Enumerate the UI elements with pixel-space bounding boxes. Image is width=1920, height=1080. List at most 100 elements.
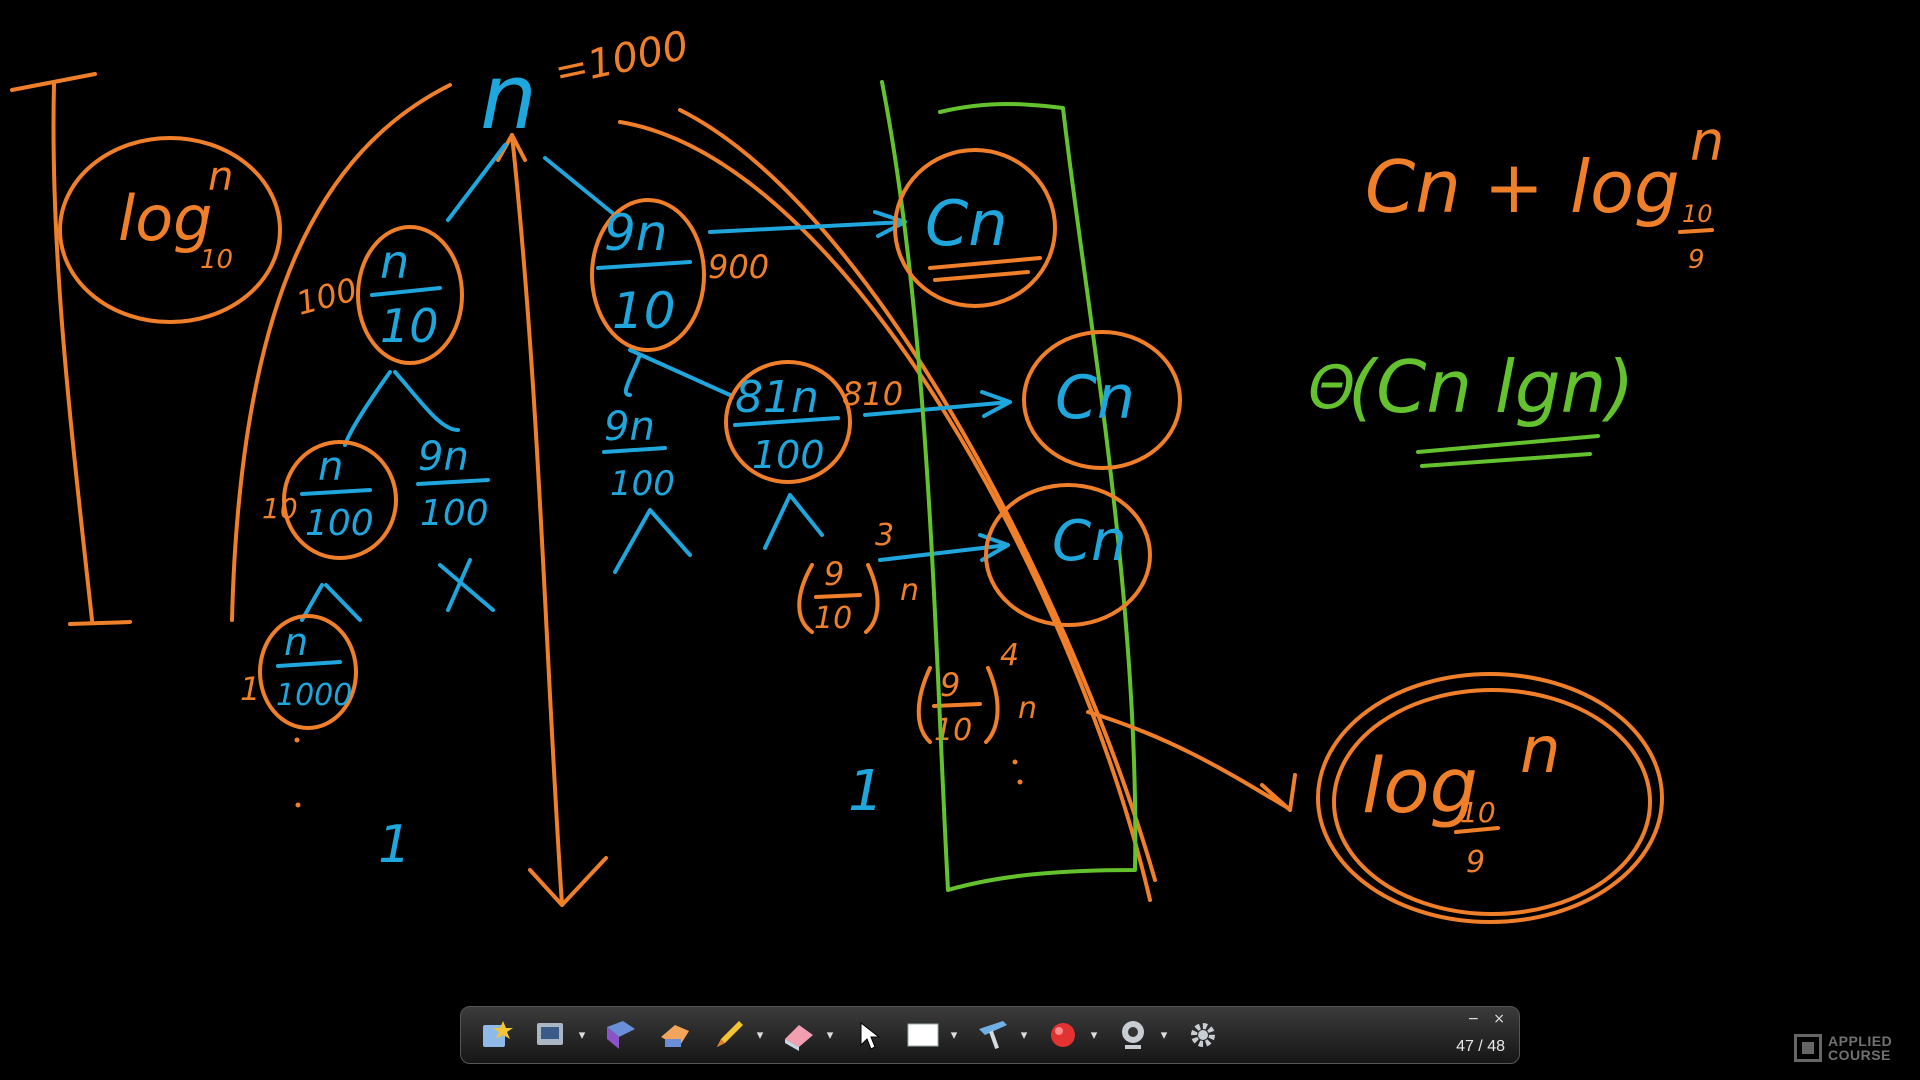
fraction-bar <box>1454 826 1500 834</box>
node-n1000 <box>258 614 358 730</box>
paren-3 <box>797 563 880 634</box>
fraction-bar <box>733 416 840 427</box>
node-n1000-num: n <box>284 620 308 664</box>
fraction-bar <box>814 593 862 599</box>
pointer-icon[interactable] <box>847 1015 891 1055</box>
root-n: n <box>480 45 537 150</box>
mark-810: 810 <box>842 375 903 413</box>
hand-icon[interactable] <box>653 1015 697 1055</box>
mark-900: 900 <box>708 248 769 286</box>
node-n100-den: 100 <box>305 503 374 544</box>
frac3-num: 9 <box>824 555 844 593</box>
formula-n: n <box>1690 110 1724 173</box>
fraction-bar <box>932 702 982 708</box>
log-circle-num: 10 <box>1460 796 1496 829</box>
right-arc-1 <box>618 120 1152 902</box>
cn-label-1: Cn <box>925 187 1008 260</box>
page-counter: 47 / 48 <box>1456 1038 1505 1055</box>
mark-1: 1 <box>240 670 260 708</box>
frac4-num: 9 <box>940 666 960 704</box>
record-dropdown[interactable]: ▾ <box>1090 1027 1098 1043</box>
eraser-icon[interactable] <box>777 1015 821 1055</box>
cn-circle-3 <box>984 483 1152 627</box>
node-9n100b-num: 9n <box>604 404 655 450</box>
log-circle-text: log <box>1362 741 1478 830</box>
formula-base-den: 9 <box>1688 245 1705 275</box>
logo-line-1: APPLIED <box>1828 1033 1893 1049</box>
settings-icon[interactable] <box>1181 1015 1225 1055</box>
record-icon[interactable] <box>1041 1015 1085 1055</box>
log-left-circle <box>58 136 282 324</box>
node-n10-den: 10 <box>380 299 439 353</box>
webcam-dropdown[interactable]: ▾ <box>1160 1027 1168 1043</box>
node-9n100-num: 9n <box>418 434 469 480</box>
minimize-button[interactable]: − <box>1467 1011 1480 1027</box>
leaf-cross-3 <box>763 493 824 550</box>
screen-capture-icon[interactable] <box>529 1015 573 1055</box>
leaf-one-right: 1 <box>848 759 884 824</box>
window-controls: − × <box>1468 1011 1505 1027</box>
fraction-bar <box>1678 228 1714 234</box>
dot <box>294 737 300 743</box>
log-circle-inner <box>1332 688 1652 916</box>
node-81n-den: 100 <box>752 433 825 477</box>
log-circle-outer <box>1316 672 1664 924</box>
book-icon[interactable] <box>599 1015 643 1055</box>
toolbar-right: − × 47 / 48 <box>1425 1007 1505 1063</box>
power-4: 4 <box>1000 638 1019 673</box>
logo-text: APPLIED COURSE <box>1828 1034 1908 1062</box>
eraser-dropdown[interactable]: ▾ <box>826 1027 834 1043</box>
node-9n100-den: 100 <box>420 493 489 534</box>
edge-r1-split <box>623 348 732 397</box>
node-n10-num: n <box>380 235 409 289</box>
dot <box>295 802 301 808</box>
arrow-to-log <box>1086 710 1297 812</box>
n-equals-1000: =1000 <box>551 23 693 96</box>
highlighter-icon[interactable] <box>971 1015 1015 1055</box>
log-circle-n: n <box>1520 714 1561 788</box>
formula-base-num: 10 <box>1682 200 1713 228</box>
webcam-icon[interactable] <box>1111 1015 1155 1055</box>
whiteboard-icon[interactable] <box>901 1015 945 1055</box>
node-81n100 <box>724 360 852 484</box>
paren-4 <box>916 666 1000 744</box>
cn-circle-1 <box>893 148 1057 308</box>
leaf-one-left: 1 <box>378 815 411 875</box>
logo-line-2: COURSE <box>1828 1047 1891 1063</box>
pen-icon[interactable] <box>707 1015 751 1055</box>
cn-label-3: Cn <box>1052 509 1127 574</box>
leaf-cross-2 <box>613 508 692 574</box>
mark-10: 10 <box>262 492 298 525</box>
node-9n10-den: 10 <box>612 282 676 340</box>
fraction-bar <box>602 446 667 454</box>
star-notes-icon[interactable] <box>475 1015 519 1055</box>
formula-log: log <box>1570 145 1680 229</box>
node-9n100b-den: 100 <box>610 464 675 504</box>
fraction-bar <box>596 260 692 270</box>
cn-label-2: Cn <box>1055 363 1135 433</box>
pen-dropdown[interactable]: ▾ <box>756 1027 764 1043</box>
left-arc <box>230 83 452 622</box>
node-9n10 <box>590 198 706 352</box>
edge-root-right <box>543 156 617 217</box>
power-3: 3 <box>875 518 894 553</box>
node-n10 <box>356 225 464 365</box>
node-9n10-num: 9n <box>604 204 668 262</box>
frac4-n: n <box>1018 691 1037 726</box>
dot <box>1012 759 1018 765</box>
highlighter-dropdown[interactable]: ▾ <box>1020 1027 1028 1043</box>
node-n100-num: n <box>318 444 343 490</box>
whiteboard-dropdown[interactable]: ▾ <box>950 1027 958 1043</box>
close-button[interactable]: × <box>1493 1011 1505 1027</box>
fraction-bar <box>416 478 490 486</box>
node-81n-num: 81n <box>735 372 819 423</box>
cn-circle-2 <box>1022 330 1182 470</box>
cn-underline <box>928 256 1042 282</box>
frac3-n: n <box>900 573 919 608</box>
log-left-base: 10 <box>200 245 233 275</box>
fraction-bar <box>300 488 372 496</box>
screen-capture-dropdown[interactable]: ▾ <box>578 1027 586 1043</box>
node-n100 <box>282 440 398 560</box>
logo-mark-icon <box>1794 1034 1822 1062</box>
